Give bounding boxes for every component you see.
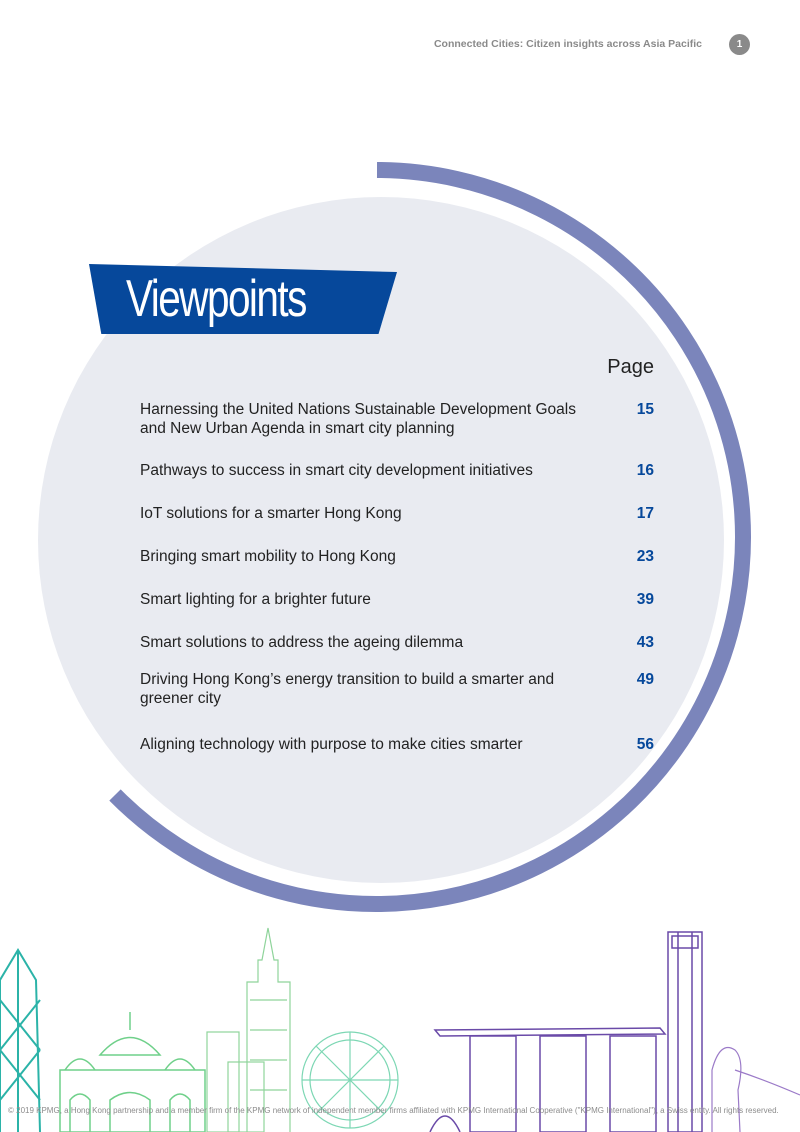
toc-entry-title[interactable]: Smart lighting for a brighter future: [140, 591, 371, 608]
toc-entry-title[interactable]: Bringing smart mobility to Hong Kong: [140, 548, 396, 565]
tower-illustration-right: [667, 931, 703, 1132]
tower-illustration-left: [0, 948, 41, 1132]
page-column-label: Page: [607, 356, 654, 378]
decorative-arc: [109, 162, 751, 912]
toc-entry-title[interactable]: Pathways to success in smart city develo…: [140, 462, 533, 479]
buildings-illustration-center: [206, 927, 291, 1132]
toc-entry-page[interactable]: 39: [636, 591, 654, 608]
running-header-title: Connected Cities: Citizen insights acros…: [433, 38, 702, 50]
background-circle: [38, 197, 724, 883]
toc-entry-title[interactable]: IoT solutions for a smarter Hong Kong: [140, 505, 402, 522]
toc-entry-title[interactable]: Aligning technology with purpose to make…: [140, 736, 523, 753]
toc-entry-title[interactable]: Driving Hong Kong’s energy transition to…: [140, 671, 555, 707]
toc-entry-page[interactable]: 16: [636, 462, 654, 479]
merlion-illustration: [711, 1046, 800, 1132]
toc-entry-page[interactable]: 17: [636, 505, 654, 522]
section-title: Viewpoints: [126, 270, 307, 328]
toc-entry-page[interactable]: 49: [636, 671, 654, 688]
ferris-wheel-illustration: [301, 1031, 399, 1129]
station-illustration: [59, 1012, 206, 1132]
copyright-notice: © 2019 KPMG, a Hong Kong partnership and…: [8, 1106, 779, 1115]
toc-entry-page[interactable]: 23: [636, 548, 654, 565]
marina-bay-illustration: [429, 1027, 667, 1132]
toc-entry-page[interactable]: 43: [636, 634, 654, 651]
toc-entry-page[interactable]: 15: [636, 401, 654, 418]
page-number-badge: 1: [729, 34, 750, 55]
toc-entry-title[interactable]: Harnessing the United Nations Sustainabl…: [140, 401, 576, 437]
toc-entry-page[interactable]: 56: [636, 736, 654, 753]
section-banner: [89, 264, 397, 334]
toc-entry-title[interactable]: Smart solutions to address the ageing di…: [140, 634, 464, 651]
